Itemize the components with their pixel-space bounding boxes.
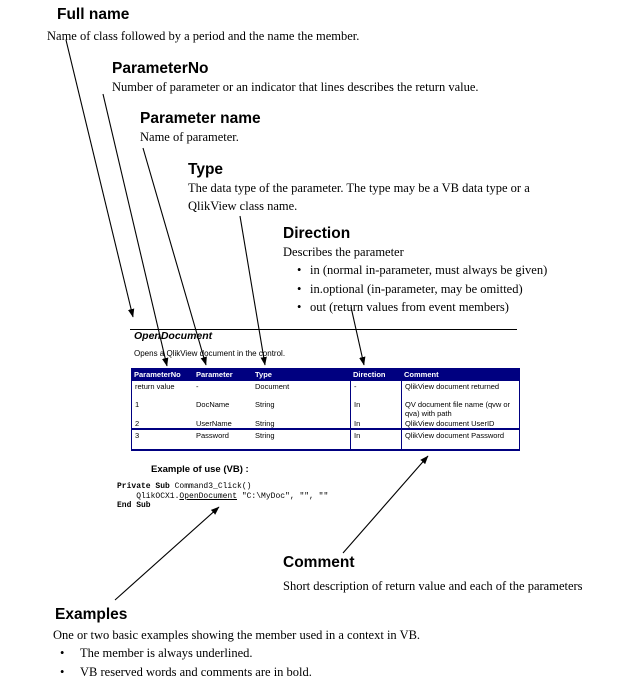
cell-comment: QlikView document UserID: [401, 418, 518, 428]
section-parameter-no: ParameterNo Number of parameter or an in…: [112, 60, 479, 96]
column-header-type: Type: [255, 370, 272, 379]
cell-type: String: [255, 419, 275, 428]
column-header-parameter: Parameter: [196, 370, 233, 379]
parameter-table-body: return value - Document - QlikView docum…: [131, 381, 520, 451]
code-keyword: End Sub: [117, 501, 151, 510]
parameter-name-title: Parameter name: [140, 110, 261, 127]
parameter-table-header: ParameterNo Parameter Type Direction Com…: [131, 368, 520, 381]
direction-bullet-out: out (return values from event members): [310, 300, 509, 314]
examples-bullet-bold: VB reserved words and comments are in bo…: [80, 664, 312, 679]
cell-parameterno: 2: [135, 419, 140, 428]
table-row: 3 Password String In QlikView document P…: [132, 428, 519, 449]
arrow-type-to-column: [239, 215, 267, 366]
list-item: • The member is always underlined.: [53, 644, 420, 663]
parameter-no-body: Number of parameter or an indicator that…: [112, 80, 479, 94]
cell-direction: -: [350, 381, 401, 399]
section-parameter-name: Parameter name Name of parameter.: [140, 110, 261, 146]
arrow-comment-to-cell: [342, 455, 429, 554]
cell-type: String: [255, 431, 275, 440]
list-item: • in.optional (in-parameter, may be omit…: [283, 280, 547, 299]
direction-bullet-list: • in (normal in-parameter, must always b…: [283, 261, 547, 317]
code-text: "C:\MyDoc", "", "": [237, 491, 329, 501]
example-code: Private Sub Command3_Click() QlikOCX1.Op…: [117, 482, 328, 511]
cell-direction: In: [350, 418, 401, 428]
cell-parameterno: return value: [135, 382, 175, 391]
column-header-comment: Comment: [404, 370, 439, 379]
type-title: Type: [188, 161, 224, 178]
member-description: Opens a QlikView document in the control…: [134, 349, 286, 358]
cell-direction: In: [350, 430, 401, 449]
parameter-name-body: Name of parameter.: [140, 130, 239, 144]
section-full-name: Full name Name of class followed by a pe…: [47, 6, 359, 45]
examples-bullet-underlined: The member is always underlined.: [80, 646, 253, 660]
bullet-icon: •: [60, 646, 65, 660]
cell-parameter: Password: [196, 431, 229, 440]
code-text: Command3_Click(): [169, 482, 252, 491]
comment-body: Short description of return value and ea…: [283, 579, 583, 593]
member-name: OpenDocument: [134, 330, 213, 342]
cell-parameter: DocName: [196, 400, 230, 409]
bullet-icon: •: [297, 300, 302, 314]
cell-parameter: -: [196, 382, 199, 391]
cell-parameterno: 1: [135, 400, 140, 409]
section-examples: Examples One or two basic examples showi…: [53, 606, 420, 680]
cell-comment: QlikView document Password: [401, 430, 518, 449]
bullet-icon: •: [60, 664, 65, 679]
direction-body: Describes the parameter: [283, 245, 404, 259]
examples-bullet-list: • The member is always underlined. • VB …: [53, 644, 420, 680]
example-label: Example of use (VB) :: [151, 464, 249, 475]
table-row: return value - Document - QlikView docum…: [132, 381, 519, 399]
list-item: • out (return values from event members): [283, 298, 547, 317]
table-row: 1 DocName String In QV document file nam…: [132, 399, 519, 418]
cell-type: Document: [255, 382, 290, 391]
full-name-body: Name of class followed by a period and t…: [47, 29, 360, 43]
code-keyword: Private Sub: [117, 482, 170, 491]
direction-bullet-in: in (normal in-parameter, must always be …: [310, 263, 548, 277]
column-header-direction: Direction: [353, 370, 386, 379]
cell-parameter: UserName: [196, 419, 232, 428]
table-row: 2 UserName String In QlikView document U…: [132, 418, 519, 428]
examples-title: Examples: [55, 606, 128, 623]
parameter-table: ParameterNo Parameter Type Direction Com…: [131, 368, 520, 451]
section-comment: Comment Short description of return valu…: [283, 554, 583, 595]
comment-title: Comment: [283, 554, 355, 571]
cell-comment: QV document file name (qvw or qva) with …: [401, 399, 518, 418]
bullet-icon: •: [297, 281, 302, 296]
type-body: The data type of the parameter. The type…: [188, 181, 530, 213]
list-item: • in (normal in-parameter, must always b…: [283, 261, 547, 280]
full-name-title: Full name: [57, 6, 130, 23]
cell-parameterno: 3: [135, 431, 140, 440]
examples-body: One or two basic examples showing the me…: [53, 628, 421, 642]
code-text: QlikOCX1.: [117, 491, 180, 501]
column-header-parameterno: ParameterNo: [134, 370, 181, 379]
arrow-examples-to-code: [114, 506, 220, 601]
section-direction: Direction Describes the parameter • in (…: [283, 225, 547, 317]
bullet-icon: •: [297, 263, 302, 277]
code-member-underlined: OpenDocument: [179, 491, 238, 501]
cell-direction: In: [350, 399, 401, 418]
parameter-no-title: ParameterNo: [112, 60, 209, 77]
direction-title: Direction: [283, 225, 351, 242]
list-item: • VB reserved words and comments are in …: [53, 663, 420, 680]
cell-comment: QlikView document returned: [401, 381, 518, 399]
member-divider: [130, 329, 517, 330]
cell-type: String: [255, 400, 275, 409]
section-type: Type The data type of the parameter. The…: [188, 161, 568, 215]
direction-bullet-in-optional: in.optional (in-parameter, may be omitte…: [310, 281, 523, 296]
